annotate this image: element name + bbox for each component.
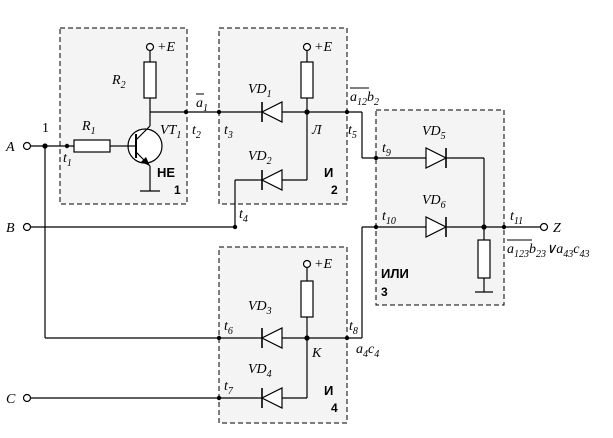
resistor-and2-pullup (300, 61, 314, 99)
vd3-label: VD3 (248, 299, 272, 317)
supply-terminal-and2 (302, 42, 312, 52)
input-a-terminal (22, 141, 32, 151)
or3-gate-number: 3 (381, 285, 388, 299)
vd4-label: VD4 (248, 362, 272, 380)
and4-gate-number: 4 (331, 401, 338, 415)
supply-label-and2: +E (314, 40, 332, 55)
point-t8: t8 (349, 319, 358, 337)
output-z-terminal (539, 222, 549, 232)
and2-gate-number: 2 (331, 183, 338, 197)
diode-vd1 (258, 101, 283, 123)
supply-terminal-vt1 (145, 42, 155, 52)
not-gate-block (59, 27, 188, 205)
svg-text:a123b23∨a43c43: a123b23∨a43c43 (507, 242, 589, 260)
and2-gate-type: И (324, 165, 333, 180)
and2-node-label: Л (311, 123, 323, 138)
svg-text:a4c4: a4c4 (356, 342, 379, 360)
point-t1: t1 (63, 151, 72, 169)
supply-label-vt1: +E (157, 40, 175, 55)
resistor-or-load (477, 239, 491, 279)
not-gate-number: 1 (174, 183, 181, 197)
point-t2: t2 (192, 123, 201, 141)
svg-text:a1: a1 (196, 96, 208, 114)
signal-a4-c4: a4c4 (356, 342, 379, 360)
point-t6: t6 (224, 319, 233, 337)
and4-node-label: К (311, 346, 322, 361)
resistor-r2 (143, 61, 157, 99)
signal-a12-b2: a12b2 (350, 87, 379, 108)
not-gate-type: НЕ (157, 165, 175, 180)
transistor-vt1 (126, 125, 163, 167)
diode-vd5 (425, 147, 450, 169)
node-1-label: 1 (42, 121, 49, 136)
svg-text:a12b2: a12b2 (350, 90, 379, 108)
input-c-label: C (6, 392, 16, 407)
point-t10: t10 (382, 209, 396, 227)
point-t5: t5 (348, 123, 357, 141)
supply-label-and4: +E (314, 257, 332, 272)
point-t3: t3 (224, 123, 233, 141)
diode-vd6 (425, 216, 450, 238)
diode-vd3 (258, 327, 283, 349)
vd1-label: VD1 (248, 82, 272, 100)
diode-vd4 (258, 387, 283, 409)
resistor-r1 (73, 139, 111, 153)
vd5-label: VD5 (422, 124, 446, 142)
vd6-label: VD6 (422, 193, 446, 211)
point-t9: t9 (382, 141, 391, 159)
point-t11: t11 (510, 209, 523, 227)
and-gate-2-block (218, 27, 348, 205)
signal-a1: a1 (196, 93, 208, 114)
vt1-label: VT1 (160, 123, 181, 141)
and4-gate-type: И (324, 383, 333, 398)
diode-vd2 (258, 169, 283, 191)
input-c-terminal (22, 393, 32, 403)
input-b-label: B (6, 221, 15, 236)
point-t7: t7 (224, 379, 234, 397)
junction-dots (42, 109, 507, 401)
r2-label: R2 (111, 73, 126, 91)
r1-label: R1 (81, 119, 96, 137)
resistor-and4-pullup (300, 280, 314, 318)
and-gate-4-block (218, 246, 348, 424)
supply-terminal-and4 (302, 259, 312, 269)
output-z-label: Z (553, 221, 561, 236)
or3-gate-type: ИЛИ (381, 266, 409, 281)
point-t4: t4 (239, 207, 248, 225)
input-b-terminal (22, 222, 32, 232)
input-a-label: A (5, 140, 15, 155)
vd2-label: VD2 (248, 149, 272, 167)
output-expression: a123b23∨a43c43 (507, 239, 589, 260)
